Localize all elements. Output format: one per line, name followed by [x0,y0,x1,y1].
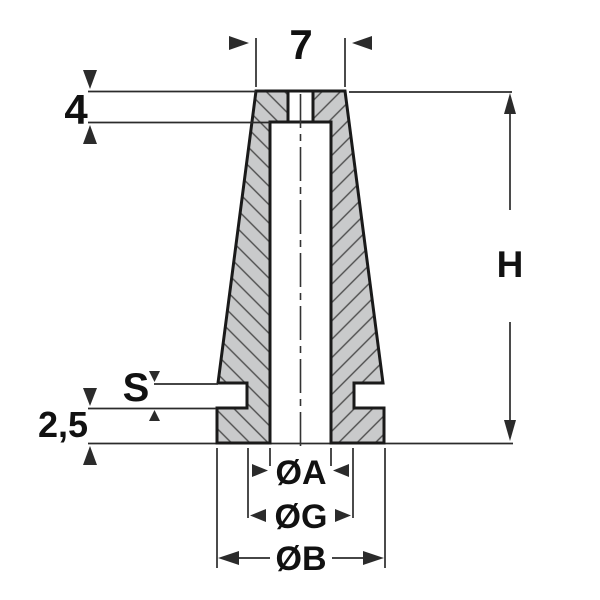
arrow-left-icon [352,36,372,50]
arrow-up-icon [83,446,97,465]
label-base-thickness: 2,5 [38,404,88,445]
arrow-left-icon [250,509,266,522]
dim-groove-width: S [88,366,218,421]
arrow-right-icon [252,464,268,477]
dim-bore-diameter: ØA [252,448,349,492]
arrow-down-icon [149,371,160,382]
label-top-width: 7 [289,21,312,68]
arrow-left-icon [333,464,349,477]
label-recess-depth: 4 [64,86,88,133]
arrow-right-icon [335,509,351,522]
label-overall-height: H [497,244,524,285]
arrow-left-icon [218,551,239,565]
arrow-up-icon [149,410,160,421]
dim-recess-depth: 4 [64,70,270,144]
part-left-outline [215,89,290,445]
arrow-down-icon [83,70,97,89]
arrow-up-icon [504,93,516,114]
part-section [215,89,386,445]
part-right-outline [311,89,386,445]
label-base-diameter: ØB [276,540,327,578]
label-groove-diameter: ØG [275,498,328,536]
arrow-right-icon [229,36,249,50]
part-left-hatch [217,91,288,443]
dim-base-diameter: ØB [216,448,386,578]
part-right-hatch [313,91,384,443]
dim-base-thickness: 2,5 [38,388,97,465]
label-bore-diameter: ØA [276,454,327,492]
arrow-up-icon [83,125,97,144]
dim-overall-height: H [349,91,524,441]
arrow-right-icon [363,551,384,565]
dim-top-width: 7 [229,21,372,87]
arrow-down-icon [504,420,516,441]
label-groove-width: S [123,366,150,410]
arrow-down-icon [83,388,97,406]
dim-groove-diameter: ØG [247,448,354,536]
